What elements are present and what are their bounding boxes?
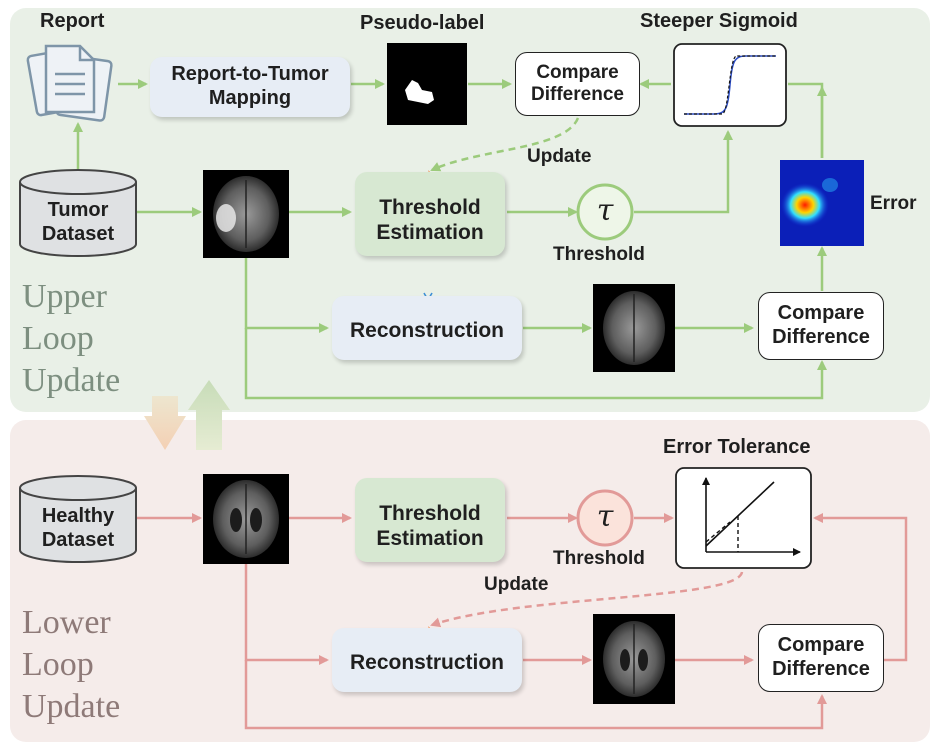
error-tolerance-title: Error Tolerance bbox=[663, 436, 811, 458]
error-heatmap-image bbox=[780, 160, 864, 246]
healthy-dataset-label: Healthy Dataset bbox=[41, 505, 115, 551]
compare-difference-box-bottom: Compare Difference bbox=[758, 292, 884, 360]
reconstructed-brain-image-upper bbox=[593, 284, 675, 372]
database-icon bbox=[19, 475, 137, 563]
threshold-estimation-label-lower: Threshold Estimation bbox=[376, 502, 484, 550]
threshold-estimation-box-upper: Threshold Estimation bbox=[355, 172, 505, 256]
tau-circle-upper bbox=[576, 183, 634, 241]
error-label: Error bbox=[870, 193, 917, 214]
update-label-upper: Update bbox=[527, 146, 592, 167]
arrow-error-to-sigmoid bbox=[788, 82, 824, 158]
threshold-estimation-box-lower: Threshold Estimation bbox=[355, 478, 505, 562]
database-icon bbox=[19, 169, 137, 257]
threshold-estimation-label-upper: Threshold Estimation bbox=[376, 196, 484, 244]
loop-up-arrow-icon bbox=[188, 380, 230, 450]
healthy-dataset: Healthy Dataset bbox=[20, 498, 136, 560]
lower-arrows bbox=[136, 513, 908, 730]
threshold-label-upper: Threshold bbox=[553, 244, 645, 265]
threshold-label-lower: Threshold bbox=[553, 548, 645, 569]
upper-arrows bbox=[73, 79, 827, 400]
tau-circle-lower bbox=[576, 489, 634, 547]
steeper-sigmoid-title: Steeper Sigmoid bbox=[640, 10, 798, 32]
loop-down-arrow-icon bbox=[144, 396, 186, 450]
reconstruction-box-lower: Reconstruction bbox=[332, 628, 522, 692]
report-label: Report bbox=[40, 10, 105, 32]
compare-difference-box-top: Compare Difference bbox=[515, 52, 640, 116]
healthy-brain-scan-image bbox=[203, 474, 289, 564]
report-documents-icon bbox=[26, 44, 113, 122]
arrow-scan-skip-to-compare bbox=[244, 328, 827, 400]
tumor-dataset-label: Tumor Dataset bbox=[41, 199, 115, 245]
compare-difference-box-lower: Compare Difference bbox=[758, 624, 884, 692]
reconstructed-brain-image-lower bbox=[593, 614, 675, 704]
arrow-update-to-reconstruction bbox=[430, 571, 744, 628]
lower-loop-title: Lower Loop Update bbox=[22, 604, 121, 725]
arrow-update-to-threshold-estimation bbox=[430, 117, 580, 172]
reconstruction-label-lower: Reconstruction bbox=[349, 650, 504, 674]
compare-difference-label-lower: Compare Difference bbox=[772, 634, 870, 680]
tau-symbol-upper: τ bbox=[596, 193, 614, 229]
arrow-scan-to-reconstruction bbox=[244, 258, 329, 333]
tumor-dataset: Tumor Dataset bbox=[20, 192, 136, 254]
upper-loop-title: Upper Loop Update bbox=[22, 278, 121, 399]
report-to-tumor-mapping-label: Report-to-Tumor Mapping bbox=[171, 63, 329, 109]
report-to-tumor-mapping-box: Report-to-Tumor Mapping bbox=[150, 57, 350, 117]
error-tolerance-plot bbox=[675, 467, 812, 569]
arrow-compare-to-tolerance bbox=[813, 513, 908, 662]
pseudo-label-image bbox=[387, 43, 467, 125]
reconstruction-label-upper: Reconstruction bbox=[349, 318, 504, 342]
arrow-scan-skip-to-compare-lower bbox=[244, 660, 827, 730]
compare-difference-label-bottom: Compare Difference bbox=[772, 302, 870, 348]
update-label-lower: Update bbox=[484, 574, 549, 595]
compare-difference-label-top: Compare Difference bbox=[531, 61, 624, 105]
tau-symbol-lower: τ bbox=[596, 499, 614, 535]
arrow-tau-to-sigmoid bbox=[634, 130, 733, 214]
reconstruction-box-upper: Reconstruction bbox=[332, 296, 522, 360]
pseudo-label-title: Pseudo-label bbox=[360, 12, 485, 34]
tumor-brain-scan-image bbox=[203, 170, 289, 258]
arrow-scan-to-reconstruction-lower bbox=[244, 564, 329, 665]
steeper-sigmoid-plot bbox=[673, 43, 787, 127]
